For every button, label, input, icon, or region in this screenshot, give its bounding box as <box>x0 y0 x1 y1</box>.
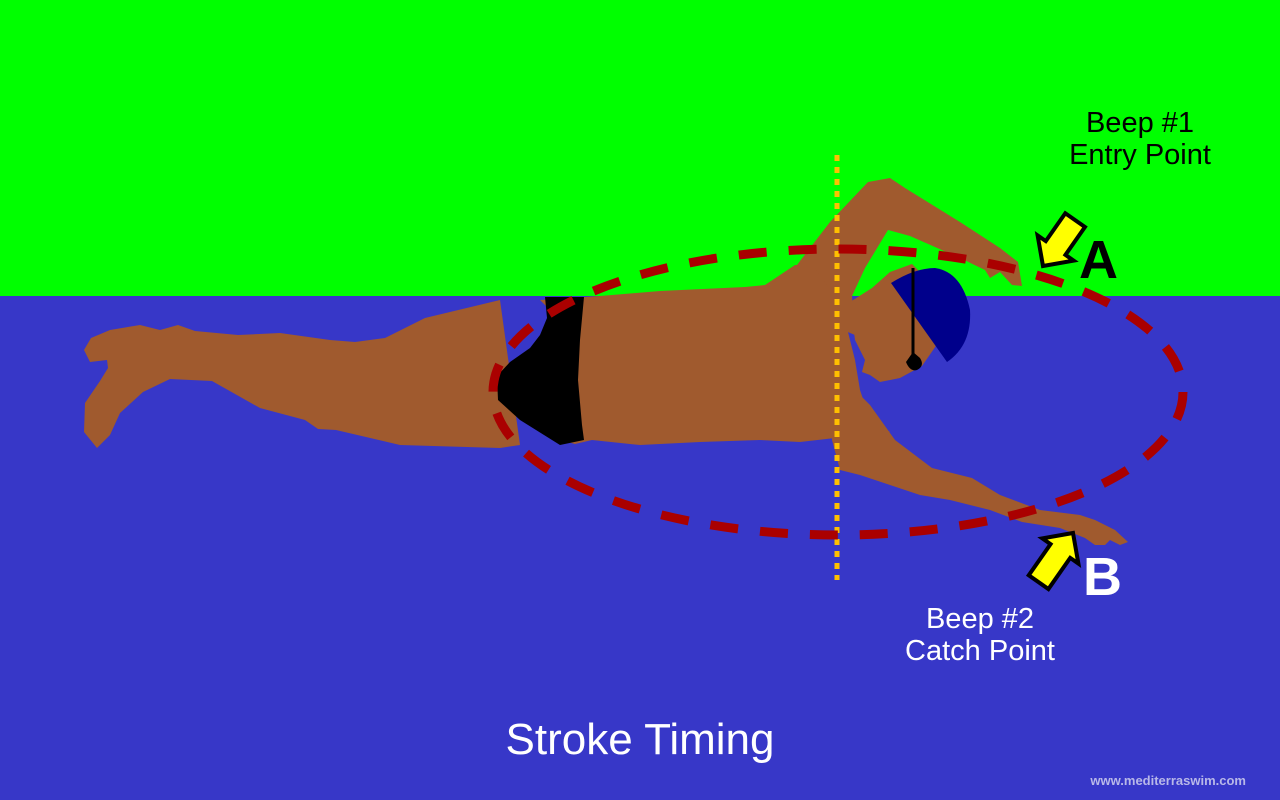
swimsuit <box>497 297 584 445</box>
goggle <box>906 352 922 371</box>
diagram-title: Stroke Timing <box>505 715 775 764</box>
arrow-a-icon <box>1034 210 1088 269</box>
beep-2-text: Beep #2 <box>925 603 1035 635</box>
point-a-letter: A <box>1079 230 1118 290</box>
arrow-b-icon <box>1025 530 1082 592</box>
swim-cap <box>891 268 971 362</box>
point-b-letter: B <box>1083 547 1122 607</box>
entry-point-label: Beep #1 Entry Point <box>1040 107 1240 172</box>
catch-point-text: Catch Point <box>905 634 1055 667</box>
extended-arm <box>832 380 1128 545</box>
entry-point-text: Entry Point <box>1069 138 1211 171</box>
legs <box>84 300 520 448</box>
website-credit: www.mediterraswim.com <box>1090 773 1246 788</box>
beep-1-text: Beep #1 <box>1085 107 1195 139</box>
torso <box>540 265 890 445</box>
stroke-path-ellipse <box>488 244 1188 540</box>
catch-point-label: Beep #2 Catch Point <box>880 603 1080 668</box>
